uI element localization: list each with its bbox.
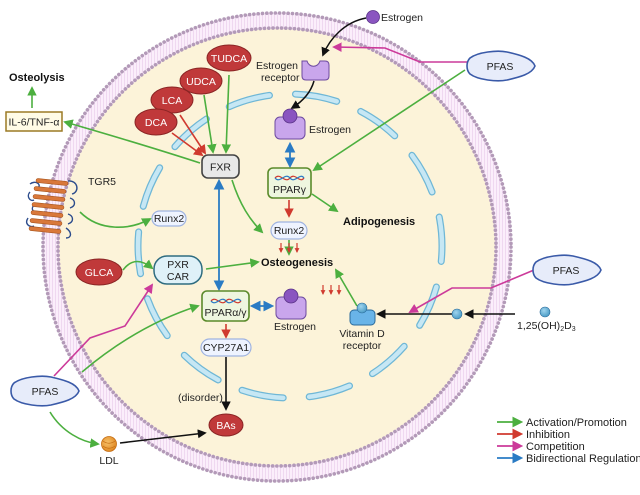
disorder-label: (disorder) [178,392,223,404]
estrogen-lower-label: Estrogen [274,321,316,333]
estrogen-bound-label: Estrogen [309,124,351,136]
arrow-tgr5-to-runx2 [79,211,152,228]
ldl-particle [101,436,117,452]
svg-text:PFAS: PFAS [32,386,59,398]
bile-acid-glca: GLCA [75,258,123,286]
arrow-tudca-to-fxr [221,74,232,154]
arrow-pfas-competes-pxr-car [53,283,154,377]
arrow-receptor-to-nucleus [290,80,315,109]
ppar-alpha-gamma-node: PPARα/γ [201,290,250,322]
ldl-label: LDL [99,455,118,467]
arrow-glca-to-pxr-car [122,259,154,271]
arrow-vdr-to-osteogenesis [335,268,358,307]
tgr5-receptor [25,178,78,239]
fxr-node: FXR [201,154,240,179]
svg-text:BAs: BAs [216,420,235,432]
svg-text:Runx2: Runx2 [274,225,305,237]
estrogen-receptor [301,60,330,81]
legend-item-competition: Competition [497,440,585,453]
arrow-pfas-competes-estrogen-receptor [332,42,467,63]
legend-item-activation: Activation/Promotion [497,416,627,429]
vitamin-d-receptor [349,302,376,326]
tgr5-label: TGR5 [88,176,116,188]
vdr-label-2: receptor [343,340,382,352]
arrows [27,17,535,448]
decrease-arrows-runx2 [278,243,300,253]
svg-text:Activation/Promotion: Activation/Promotion [526,417,627,429]
estrogen-receptor-label-2: receptor [261,72,300,84]
membrane-inner-heads [56,26,498,468]
legend-item-bidirectional: Bidirectional Regulation [497,452,640,465]
svg-text:LCA: LCA [162,95,182,107]
svg-text:PPARα/γ: PPARα/γ [204,307,247,319]
arrow-ldl-to-bas [119,429,207,444]
svg-text:FXR: FXR [210,162,231,174]
bas-node: BAs [208,413,244,437]
bile-acid-lca: LCA [150,86,194,114]
arrow-ppargamma-to-adipogenesis [311,193,339,213]
bile-acid-dca: DCA [134,108,178,136]
vitamin-d-molecule-outside [539,306,551,318]
bile-acid-tudca: TUDCA [206,44,252,72]
arrow-lca-to-fxr [179,114,207,155]
arrow-pfas-to-pparag [81,303,200,373]
svg-text:IL-6/TNF-α: IL-6/TNF-α [9,117,60,129]
svg-text:PFAS: PFAS [487,61,514,73]
ppar-gamma-node: PPARγ [267,167,312,199]
estrogen-top-label: Estrogen [381,12,423,24]
dna-icon [274,175,305,181]
arrow-fxr-to-il6 [63,119,201,164]
estrogen-bound-receptor [274,108,306,140]
bile-acid-udca: UDCA [179,67,223,95]
runx2-center-node: Runx2 [270,221,308,240]
pfas-right: PFAS [532,254,602,286]
estrogen-lower-receptor [275,288,307,320]
arrow-fxr-to-osteogenesis [231,179,264,234]
estrogen-molecule-top [366,10,380,24]
svg-text:CYP27A1: CYP27A1 [203,342,249,354]
estrogen-receptor-label-1: Estrogen [256,60,298,72]
arrow-udca-to-fxr [203,94,217,154]
svg-text:Inhibition: Inhibition [526,429,570,441]
nuclear-envelope [134,90,446,402]
pxr-car-node: PXR CAR [153,255,203,285]
svg-text:UDCA: UDCA [186,76,216,88]
vdr-label-1: Vitamin D [339,328,385,340]
adipogenesis-label: Adipogenesis [343,216,415,228]
arrow-estrogen-to-receptor [321,17,367,57]
cyp27a1-node: CYP27A1 [200,338,252,357]
legend-item-inhibition: Inhibition [497,428,570,441]
vitamin-d-molecule-inside [451,308,463,320]
svg-text:TUDCA: TUDCA [211,53,247,65]
decrease-arrows-vdr [320,285,342,295]
runx2-left-node: Runx2 [151,210,187,227]
svg-text:Bidirectional Regulation: Bidirectional Regulation [526,453,640,465]
osteolysis-label: Osteolysis [9,72,65,84]
svg-text:Competition: Competition [526,441,585,453]
arrow-pfas-to-ppargamma [312,69,466,172]
pfas-top: PFAS [466,50,536,82]
pfas-left: PFAS [10,375,80,407]
legend: Activation/Promotion Inhibition Competit… [497,416,640,465]
membrane-outer-heads [41,11,513,483]
arrow-pfas-competes-vdr [408,269,535,313]
svg-text:Runx2: Runx2 [154,213,185,225]
vitamin-d-label: 1,25(OH)2D3 [517,320,576,333]
svg-text:PFAS: PFAS [553,265,580,277]
arrow-pxr-car-to-osteogenesis [205,258,260,270]
svg-text:DCA: DCA [145,117,167,129]
dna-icon [210,298,242,304]
il6-tnf-box: IL-6/TNF-α [5,111,63,132]
svg-text:PXR: PXR [167,259,189,271]
arrow-pfas-to-ldl [49,411,100,448]
svg-text:GLCA: GLCA [85,267,114,279]
osteogenesis-label: Osteogenesis [261,257,333,269]
cytoplasm [59,29,495,465]
svg-text:PPARγ: PPARγ [273,184,307,196]
svg-text:CAR: CAR [167,271,190,283]
